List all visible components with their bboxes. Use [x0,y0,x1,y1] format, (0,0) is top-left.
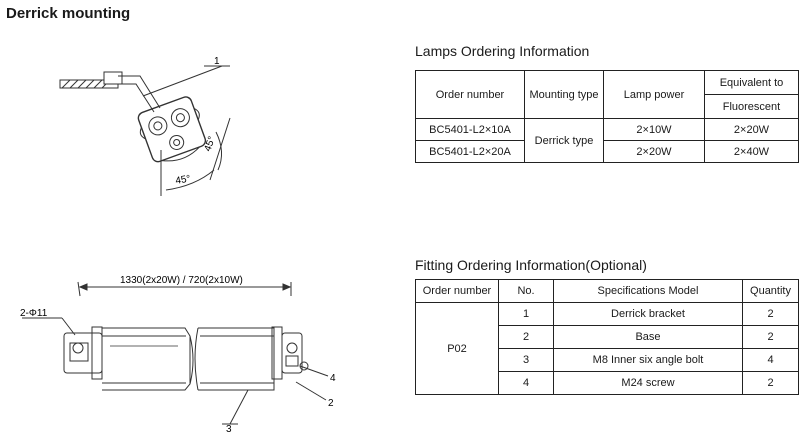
fitting-header-qty: Quantity [742,279,799,303]
lamps-header-power: Lamp power [603,70,705,119]
fitting-cell-order: P02 [415,302,499,395]
fitting-cell-no: 4 [498,371,554,395]
fitting-header-no: No. [498,279,554,303]
lamps-cell-power: 2×20W [603,140,705,163]
callout-1-label: 1 [214,56,220,67]
fitting-cell-qty: 2 [742,325,799,349]
fitting-cell-no: 2 [498,325,554,349]
table-row: BC5401-L2×10A Derrick type 2×10W 2×20W [415,118,799,163]
callout-3-label: 3 [226,424,232,435]
lamp-head [137,96,207,163]
length-label: 1330(2x20W) / 720(2x10W) [120,275,243,286]
lamps-header-mounting: Mounting type [524,70,604,119]
fitting-cell-spec: Derrick bracket [553,302,743,326]
callout-4-label: 4 [330,373,336,384]
angle-b-label: 45° [202,135,218,153]
fitting-cell-spec: M24 screw [553,371,743,395]
lamps-cell-power: 2×10W [603,118,705,141]
table-row: BC5401-L2×20A 2×20W 2×40W [415,140,799,163]
fitting-cell-qty: 2 [742,302,799,326]
angle-arc-b [215,131,222,171]
page-title: Derrick mounting [6,5,131,22]
table-row: 2 Base 2 [416,325,799,349]
table-row: 4 M24 screw 2 [416,371,799,395]
angle-diagonal [209,117,231,181]
fitting-cell-spec: M8 Inner six angle bolt [553,348,743,372]
bracket-arm [118,75,161,109]
fitting-cell-no: 3 [498,348,554,372]
fitting-cell-spec: Base [553,325,743,349]
left-end-cap [63,326,103,380]
lamps-header-equivalent-top: Equivalent to [704,70,799,95]
lamps-header-order: Order number [415,70,525,119]
table-row: P02 1 Derrick bracket 2 [415,302,799,395]
hole-label: 2-Φ11 [20,308,48,319]
fitting-section-title: Fitting Ordering Information(Optional) [415,257,647,273]
fitting-cell-no: 1 [498,302,554,326]
angle-a-label: 45° [175,173,192,186]
lamps-cell-order: BC5401-L2×10A [415,118,525,141]
lamps-cell-equivalent: 2×40W [704,140,799,163]
fitting-table: Order number No. Specifications Model Qu… [415,279,799,395]
lamps-cell-order: BC5401-L2×20A [415,140,525,163]
lamps-section-title: Lamps Ordering Information [415,43,590,59]
fitting-header-order: Order number [415,279,499,303]
fitting-cell-qty: 4 [742,348,799,372]
callout-2-label: 2 [328,398,334,409]
angle-arc-a [165,169,215,191]
tube-right [198,327,275,391]
right-end-cap [271,326,309,380]
lamps-cell-mounting: Derrick type [524,118,604,163]
fitting-header-spec: Specifications Model [553,279,743,303]
table-row: 3 M8 Inner six angle bolt 4 [416,348,799,372]
lamps-table: Order number Mounting type Lamp power Eq… [415,70,799,163]
tube-left [102,327,191,391]
lamps-header-equivalent-bottom: Fluorescent [704,94,799,119]
bracket-block [103,71,123,85]
fitting-cell-qty: 2 [742,371,799,395]
lamps-cell-equivalent: 2×20W [704,118,799,141]
callout-1-leader [142,65,223,97]
